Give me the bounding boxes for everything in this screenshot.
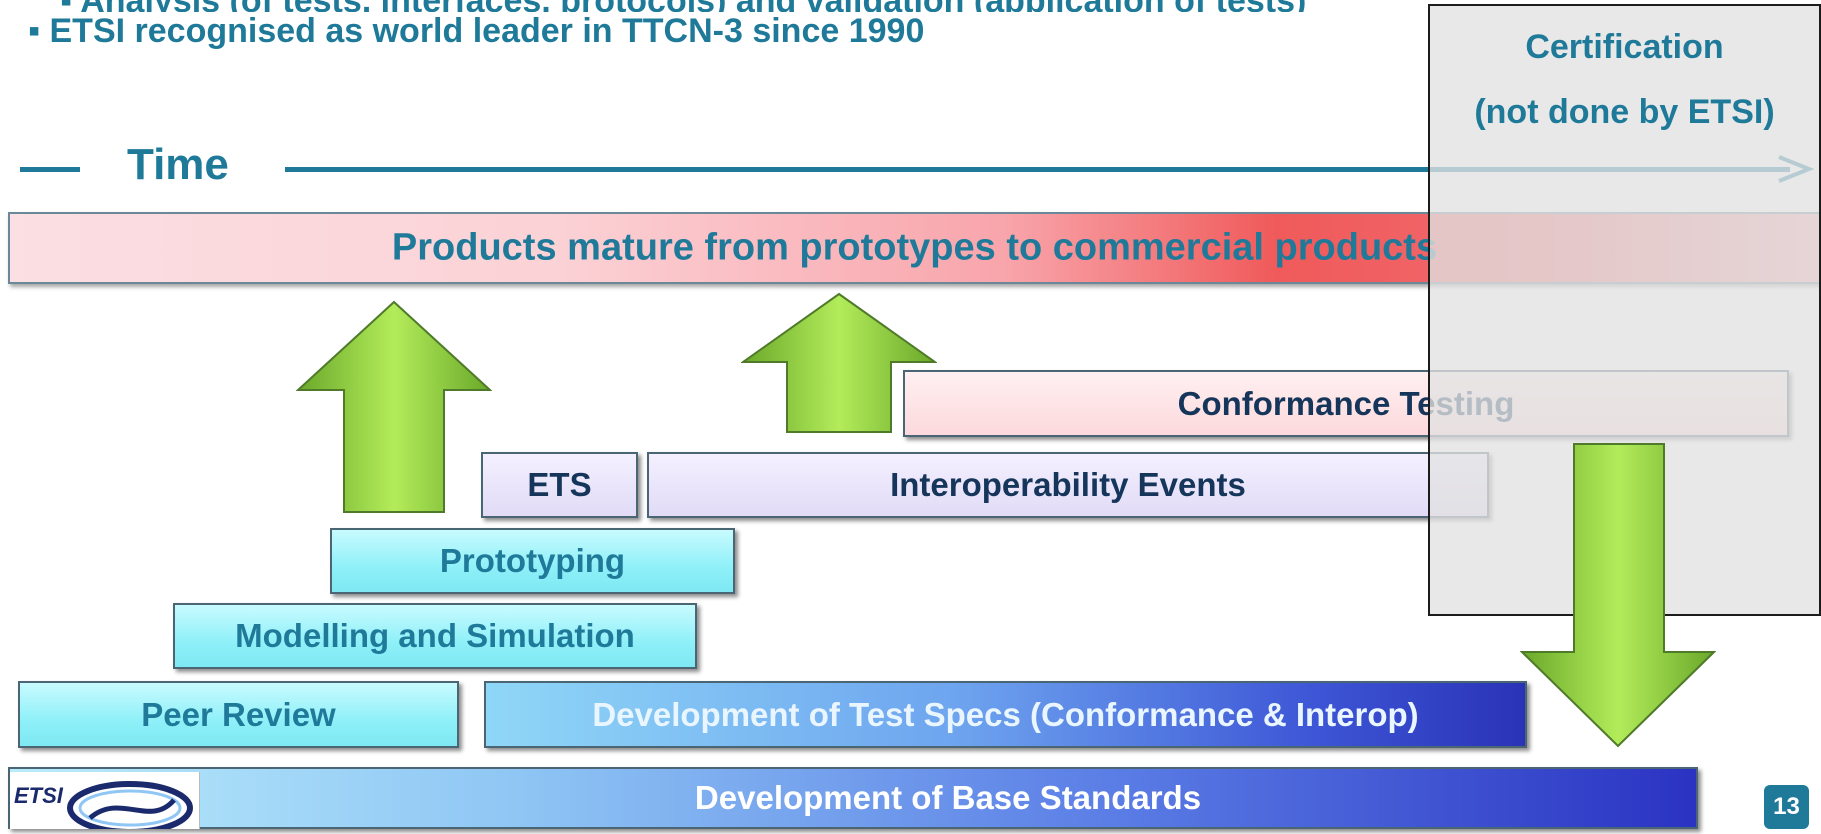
stage-modelling-label: Modelling and Simulation: [235, 617, 635, 654]
certification-title: Certification: [1525, 28, 1724, 66]
bullet-main-text: ▪ ETSI recognised as world leader in TTC…: [28, 12, 925, 50]
stage-interop-events-label: Interoperability Events: [890, 466, 1246, 503]
stage-test-specs: Development of Test Specs (Conformance &…: [484, 681, 1527, 748]
stage-modelling: Modelling and Simulation: [173, 603, 697, 669]
svg-text:ETSI: ETSI: [14, 783, 64, 808]
stage-prototyping-label: Prototyping: [439, 542, 626, 579]
bullet-partial-clip: ▪ Analysis (of tests, interfaces, protoc…: [60, 0, 1760, 12]
stage-prototyping: Prototyping: [330, 528, 735, 594]
stage-peer-review-label: Peer Review: [141, 695, 336, 733]
time-label: Time: [127, 140, 229, 189]
products-maturity-label: Products mature from prototypes to comme…: [391, 226, 1438, 269]
stage-ets-label: ETS: [527, 466, 592, 503]
stage-interop-events: Interoperability Events: [647, 452, 1489, 518]
etsi-logo: ETSI: [10, 772, 200, 834]
up-arrow-middle-icon: [741, 292, 937, 433]
stage-ets: ETS: [481, 452, 638, 518]
etsi-logo-icon: ETSI: [14, 781, 193, 834]
time-axis-line: [285, 167, 1790, 172]
time-axis-dash: [20, 167, 80, 172]
page-number-badge: 13: [1764, 785, 1809, 829]
certification-subtitle: (not done by ETSI): [1474, 93, 1775, 131]
up-arrow-left-icon: [296, 300, 492, 513]
stage-peer-review: Peer Review: [18, 681, 459, 748]
down-arrow-icon: [1520, 443, 1716, 748]
bullet-partial-text: ▪ Analysis (of tests, interfaces, protoc…: [60, 0, 1306, 12]
stage-base-standards-label: Development of Base Standards: [694, 779, 1202, 816]
stage-base-standards: Development of Base Standards: [8, 767, 1698, 829]
stage-test-specs-label: Development of Test Specs (Conformance &…: [592, 695, 1419, 733]
